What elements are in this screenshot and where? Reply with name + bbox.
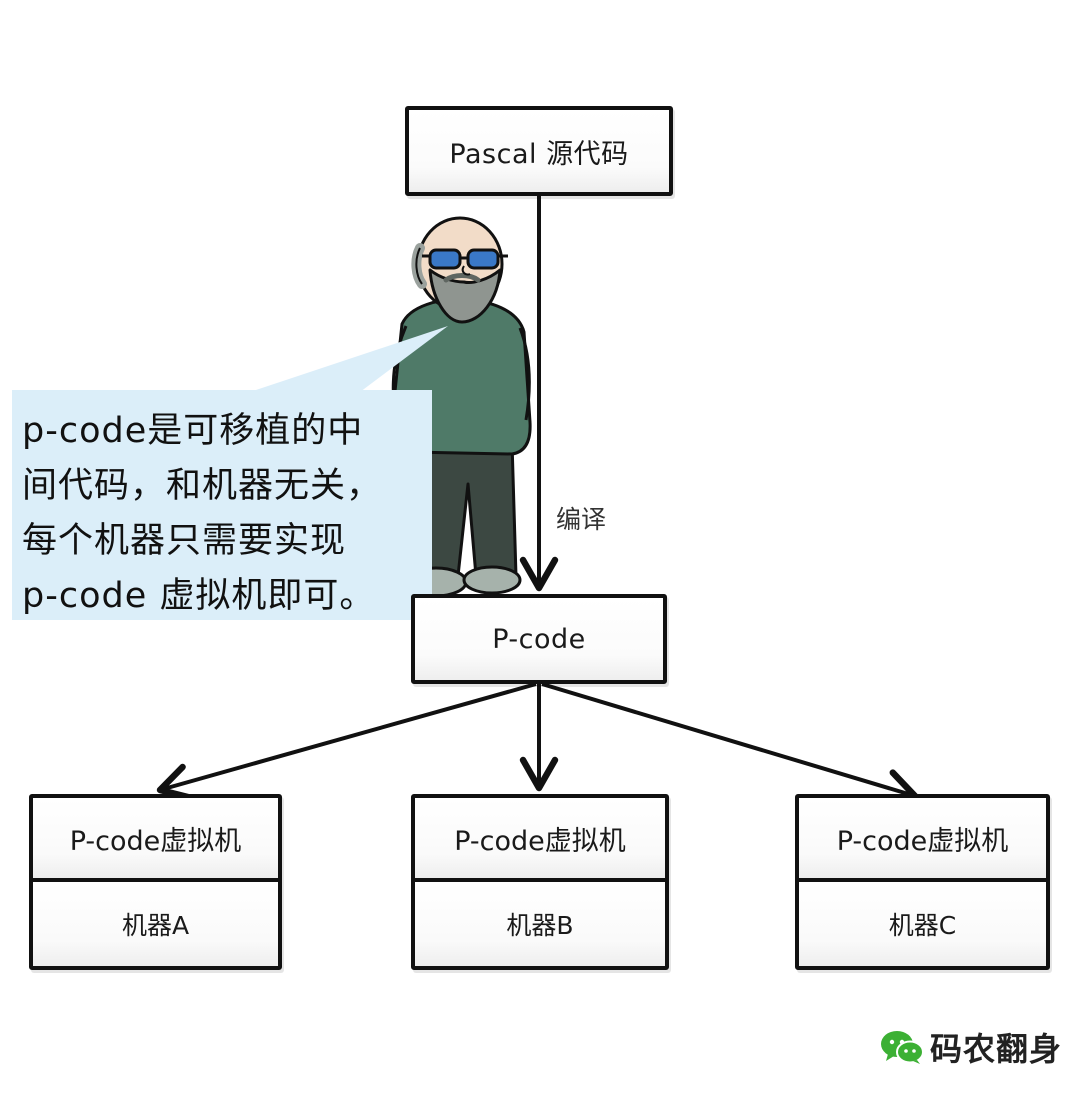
node-vm-c-vm-label: P-code虚拟机 xyxy=(799,798,1046,882)
node-vm-a-vm-label: P-code虚拟机 xyxy=(33,798,278,882)
node-vm-b-machine-label: 机器B xyxy=(415,882,665,966)
node-pcode: P-code xyxy=(411,594,667,684)
watermark-text: 码农翻身 xyxy=(930,1030,1063,1068)
node-pascal-source: Pascal 源代码 xyxy=(405,106,673,196)
watermark: 码农翻身 xyxy=(880,1024,1062,1070)
speech-bubble: p-code是可移植的中 间代码，和机器无关， 每个机器只需要实现 p-code… xyxy=(12,390,432,620)
node-pascal-source-label: Pascal 源代码 xyxy=(449,138,629,170)
node-vm-machine-a: P-code虚拟机 机器A xyxy=(29,794,282,970)
edge-pcode-to-vm-a xyxy=(156,682,537,802)
speech-bubble-line-2: 间代码，和机器无关， xyxy=(22,466,383,506)
node-pcode-label: P-code xyxy=(492,623,586,655)
edge-label-compile: 编译 xyxy=(556,505,607,534)
node-vm-machine-b: P-code虚拟机 机器B xyxy=(411,794,669,970)
speech-bubble-line-1: p-code是可移植的中 xyxy=(22,411,364,451)
speech-bubble-line-3: 每个机器只需要实现 xyxy=(22,521,347,561)
wechat-icon xyxy=(881,1031,924,1064)
edge-pcode-to-vm-c xyxy=(541,682,919,807)
node-vm-machine-c: P-code虚拟机 机器C xyxy=(795,794,1050,970)
speech-bubble-line-4: p-code 虚拟机即可。 xyxy=(22,576,376,616)
node-vm-a-machine-label: 机器A xyxy=(33,882,278,966)
node-vm-b-vm-label: P-code虚拟机 xyxy=(415,798,665,882)
node-vm-c-machine-label: 机器C xyxy=(799,882,1046,966)
